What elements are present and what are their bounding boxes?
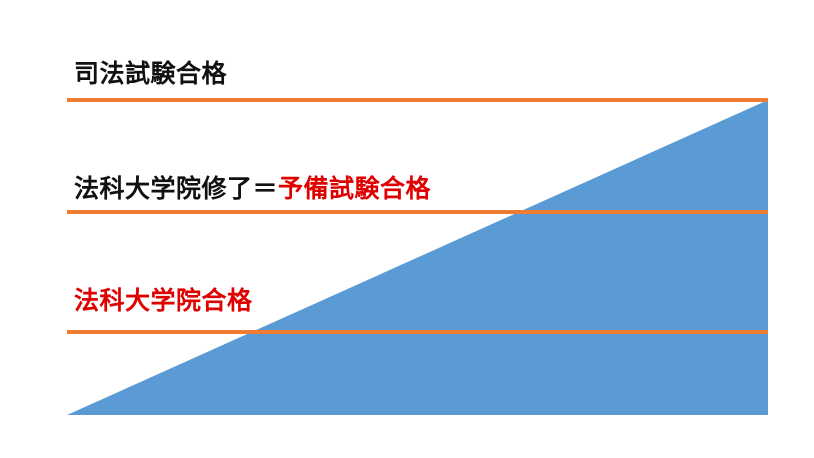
level-line-bottom bbox=[67, 330, 768, 334]
level-line-middle bbox=[67, 210, 768, 214]
label-text: 司法試験合格 bbox=[74, 59, 228, 88]
label-text: 法科大学院修了＝ bbox=[74, 174, 279, 203]
rising-triangle bbox=[67, 100, 768, 415]
level-label-bar-exam-pass: 司法試験合格 bbox=[74, 61, 227, 86]
label-text-highlight: 予備試験合格 bbox=[278, 174, 432, 203]
level-line-top bbox=[67, 98, 768, 102]
level-label-law-school-admission: 法科大学院合格 bbox=[74, 288, 253, 313]
level-label-law-school-graduation: 法科大学院修了＝予備試験合格 bbox=[74, 176, 431, 201]
label-text-highlight: 法科大学院合格 bbox=[74, 286, 253, 315]
